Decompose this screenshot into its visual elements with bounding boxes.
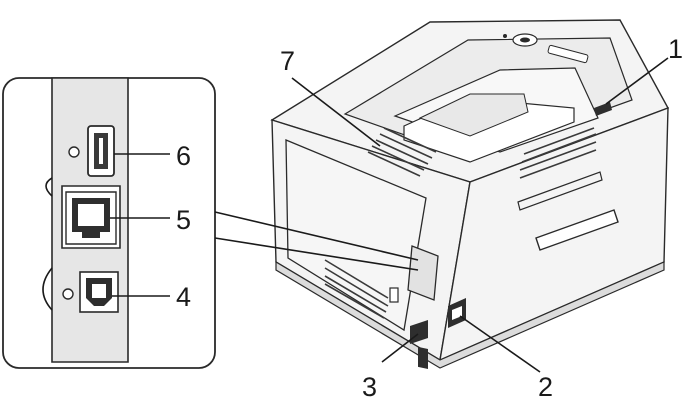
callout-2: 2 bbox=[538, 372, 553, 401]
callout-3: 3 bbox=[362, 372, 377, 401]
inset-panel bbox=[2, 77, 216, 369]
side-vent-grille bbox=[324, 259, 389, 319]
top-vent-grille bbox=[367, 127, 437, 177]
printer-body bbox=[270, 19, 670, 369]
network-port-icon bbox=[61, 185, 121, 249]
usb-device-port-icon bbox=[62, 271, 119, 313]
usb-port-icon bbox=[68, 125, 115, 177]
callout-7: 7 bbox=[280, 46, 295, 76]
callout-6: 6 bbox=[176, 141, 191, 171]
callout-5: 5 bbox=[176, 205, 191, 235]
right-vent-grille bbox=[519, 127, 597, 179]
callout-4: 4 bbox=[176, 282, 191, 312]
callout-1: 1 bbox=[668, 34, 683, 64]
